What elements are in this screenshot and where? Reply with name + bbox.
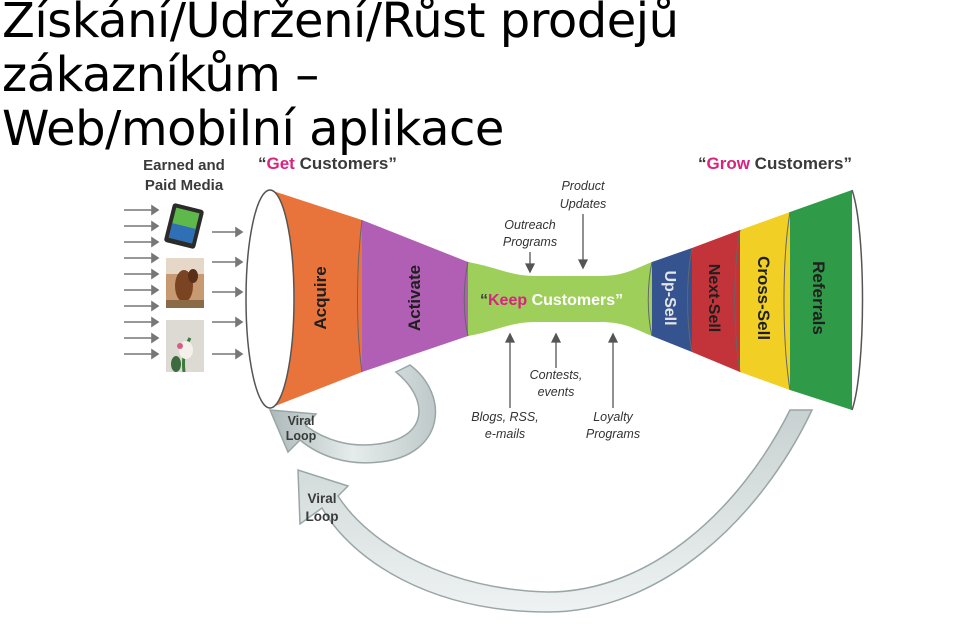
slide-title: Získání/Udržení/Růst prodejů zákazníkům … [2, 0, 960, 156]
funnel-next-sell-segment [692, 230, 740, 372]
funnel-cross-sell-segment [740, 212, 790, 390]
grow-customers-label: “Grow Customers” [698, 154, 852, 173]
media-input-arrows [124, 204, 244, 360]
product-updates-label-line-2: Updates [560, 197, 607, 211]
annotation-arrows [504, 214, 619, 408]
earned-paid-media-label-line-1: Earned and [143, 157, 225, 174]
loyalty-programs-label-line-2: Programs [586, 427, 640, 441]
arrow-column-left [124, 204, 160, 360]
get-customers-label: “Get Customers” [258, 154, 397, 173]
earned-paid-media-label-line-2: Paid Media [145, 177, 224, 194]
blogs-rss-arrow [504, 332, 516, 408]
outreach-programs-label-line-2: Programs [503, 235, 557, 249]
contests-events-label-line-1: Contests, [530, 368, 583, 382]
contests-events-arrow [550, 332, 562, 368]
funnel-referrals-segment [790, 190, 852, 410]
funnel-segment-dividers [357, 211, 791, 391]
flower-photo [166, 320, 204, 373]
contests-events-label-line-2: events [538, 385, 575, 399]
keep-customers-label: “Keep Customers” [480, 292, 623, 309]
viral-loop-small-label-line-1: Viral [288, 414, 315, 428]
stage-label-acquire: Acquire [311, 266, 330, 329]
funnel-acquire-segment [270, 190, 362, 408]
tablet-image [164, 203, 204, 249]
stage-label-cross-sell: Cross-Sell [754, 256, 773, 340]
funnel-activate-segment [362, 220, 468, 372]
viral-loop-small-label-line-2: Loop [286, 429, 317, 443]
viral-loop-small-arrow [268, 364, 437, 464]
slide-title-line-2: Web/mobilní aplikace [2, 101, 504, 157]
loyalty-programs-label-line-1: Loyalty [593, 410, 633, 424]
blogs-rss-label-line-1: Blogs, RSS, [471, 410, 538, 424]
funnel-up-sell-segment [652, 248, 692, 352]
outreach-programs-label-line-1: Outreach [504, 218, 555, 232]
slide-title-line-1: Získání/Udržení/Růst prodejů zákazníkům … [2, 0, 679, 103]
outreach-programs-arrow [524, 252, 536, 274]
viral-loop-large-arrow [297, 409, 814, 613]
product-updates-arrow [577, 214, 589, 270]
blogs-rss-label-line-2: e-mails [485, 427, 525, 441]
stage-label-next-sell: Next-Sell [705, 264, 722, 332]
stage-label-up-sell: Up-Sell [661, 270, 678, 325]
funnel-keep-segment [468, 262, 652, 336]
arrow-column-right [212, 226, 244, 360]
stage-label-referrals: Referrals [809, 261, 828, 335]
funnel-right-rim [851, 189, 864, 411]
horse-photo [166, 258, 204, 308]
stage-label-activate: Activate [405, 265, 424, 331]
product-updates-label-line-1: Product [561, 179, 605, 193]
funnel-left-mouth [245, 189, 295, 409]
viral-loop-large-label-line-1: Viral [307, 491, 336, 506]
viral-loop-large-label-line-2: Loop [306, 509, 339, 524]
loyalty-programs-arrow [607, 332, 619, 408]
